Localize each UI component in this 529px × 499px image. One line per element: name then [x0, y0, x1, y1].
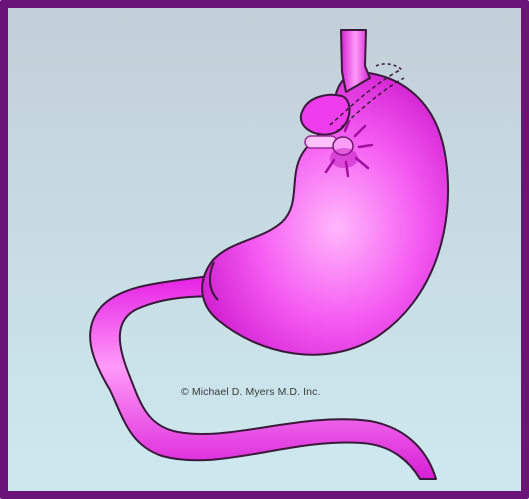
copyright-text: © Michael D. Myers M.D. Inc. — [181, 386, 320, 398]
stomach-illustration — [8, 8, 521, 491]
illustration-panel: © Michael D. Myers M.D. Inc. — [8, 8, 521, 491]
